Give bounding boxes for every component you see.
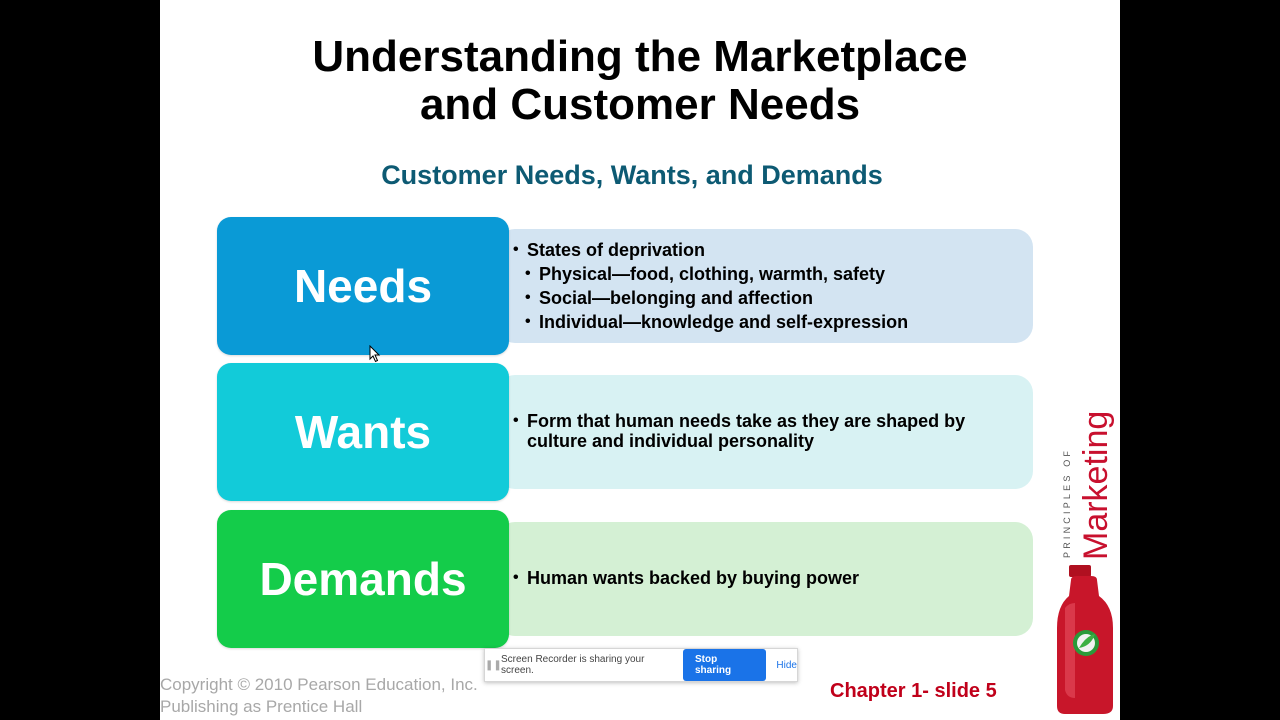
mouse-cursor-icon	[369, 345, 381, 363]
brand-large-text: Marketing	[1077, 411, 1115, 560]
hide-button[interactable]: Hide	[776, 659, 797, 671]
slide: Understanding the Marketplace and Custom…	[160, 0, 1120, 720]
demands-label-box: Demands	[217, 510, 509, 648]
stop-sharing-button[interactable]: Stop sharing	[683, 649, 767, 681]
wants-label: Wants	[294, 406, 432, 458]
sharing-message: Screen Recorder is sharing your screen.	[501, 654, 645, 676]
needs-row: Needs States of deprivation Physical—foo…	[217, 217, 1035, 355]
demands-bullets: Human wants backed by buying power	[513, 566, 859, 590]
slide-title: Understanding the Marketplace and Custom…	[160, 33, 1120, 129]
needs-sub-bullet: Individual—knowledge and self-expression	[525, 310, 908, 334]
copyright-notice: Copyright © 2010 Pearson Education, Inc.…	[160, 674, 478, 718]
needs-label-box: Needs	[217, 217, 509, 355]
needs-bullet: States of deprivation	[513, 238, 908, 262]
needs-label: Needs	[293, 260, 433, 312]
principles-of-marketing-logo: PRINCIPLES OF Marketing	[1055, 398, 1117, 718]
wants-bullets: Form that human needs take as they are s…	[513, 411, 1023, 451]
wants-bullet: Form that human needs take as they are s…	[513, 411, 1023, 451]
demands-bullet: Human wants backed by buying power	[513, 566, 859, 590]
demands-label: Demands	[259, 553, 467, 605]
brand-small-text: PRINCIPLES OF	[1062, 448, 1072, 558]
bottle-icon	[1057, 565, 1113, 714]
slide-title-line-2: and Customer Needs	[419, 80, 861, 129]
wants-row: Wants Form that human needs take as they…	[217, 363, 1035, 501]
demands-row: Demands Human wants backed by buying pow…	[217, 510, 1035, 648]
wants-label-box: Wants	[217, 363, 509, 501]
needs-sub-bullet: Physical—food, clothing, warmth, safety	[525, 262, 908, 286]
slide-title-line-1: Understanding the Marketplace	[312, 32, 968, 81]
copyright-line-1: Copyright © 2010 Pearson Education, Inc.	[160, 675, 478, 694]
drag-handle-icon[interactable]: ❚❚	[485, 659, 502, 671]
brand-logo-svg: PRINCIPLES OF Marketing	[1057, 411, 1115, 714]
chapter-slide-number: Chapter 1- slide 5	[830, 680, 997, 702]
screen-sharing-notification-bar: ❚❚ Screen Recorder is sharing your scree…	[484, 648, 798, 682]
copyright-line-2: Publishing as Prentice Hall	[160, 697, 363, 716]
needs-sub-bullet: Social—belonging and affection	[525, 286, 908, 310]
needs-bullets: States of deprivation Physical—food, clo…	[513, 238, 908, 334]
slide-subtitle: Customer Needs, Wants, and Demands	[381, 160, 883, 190]
